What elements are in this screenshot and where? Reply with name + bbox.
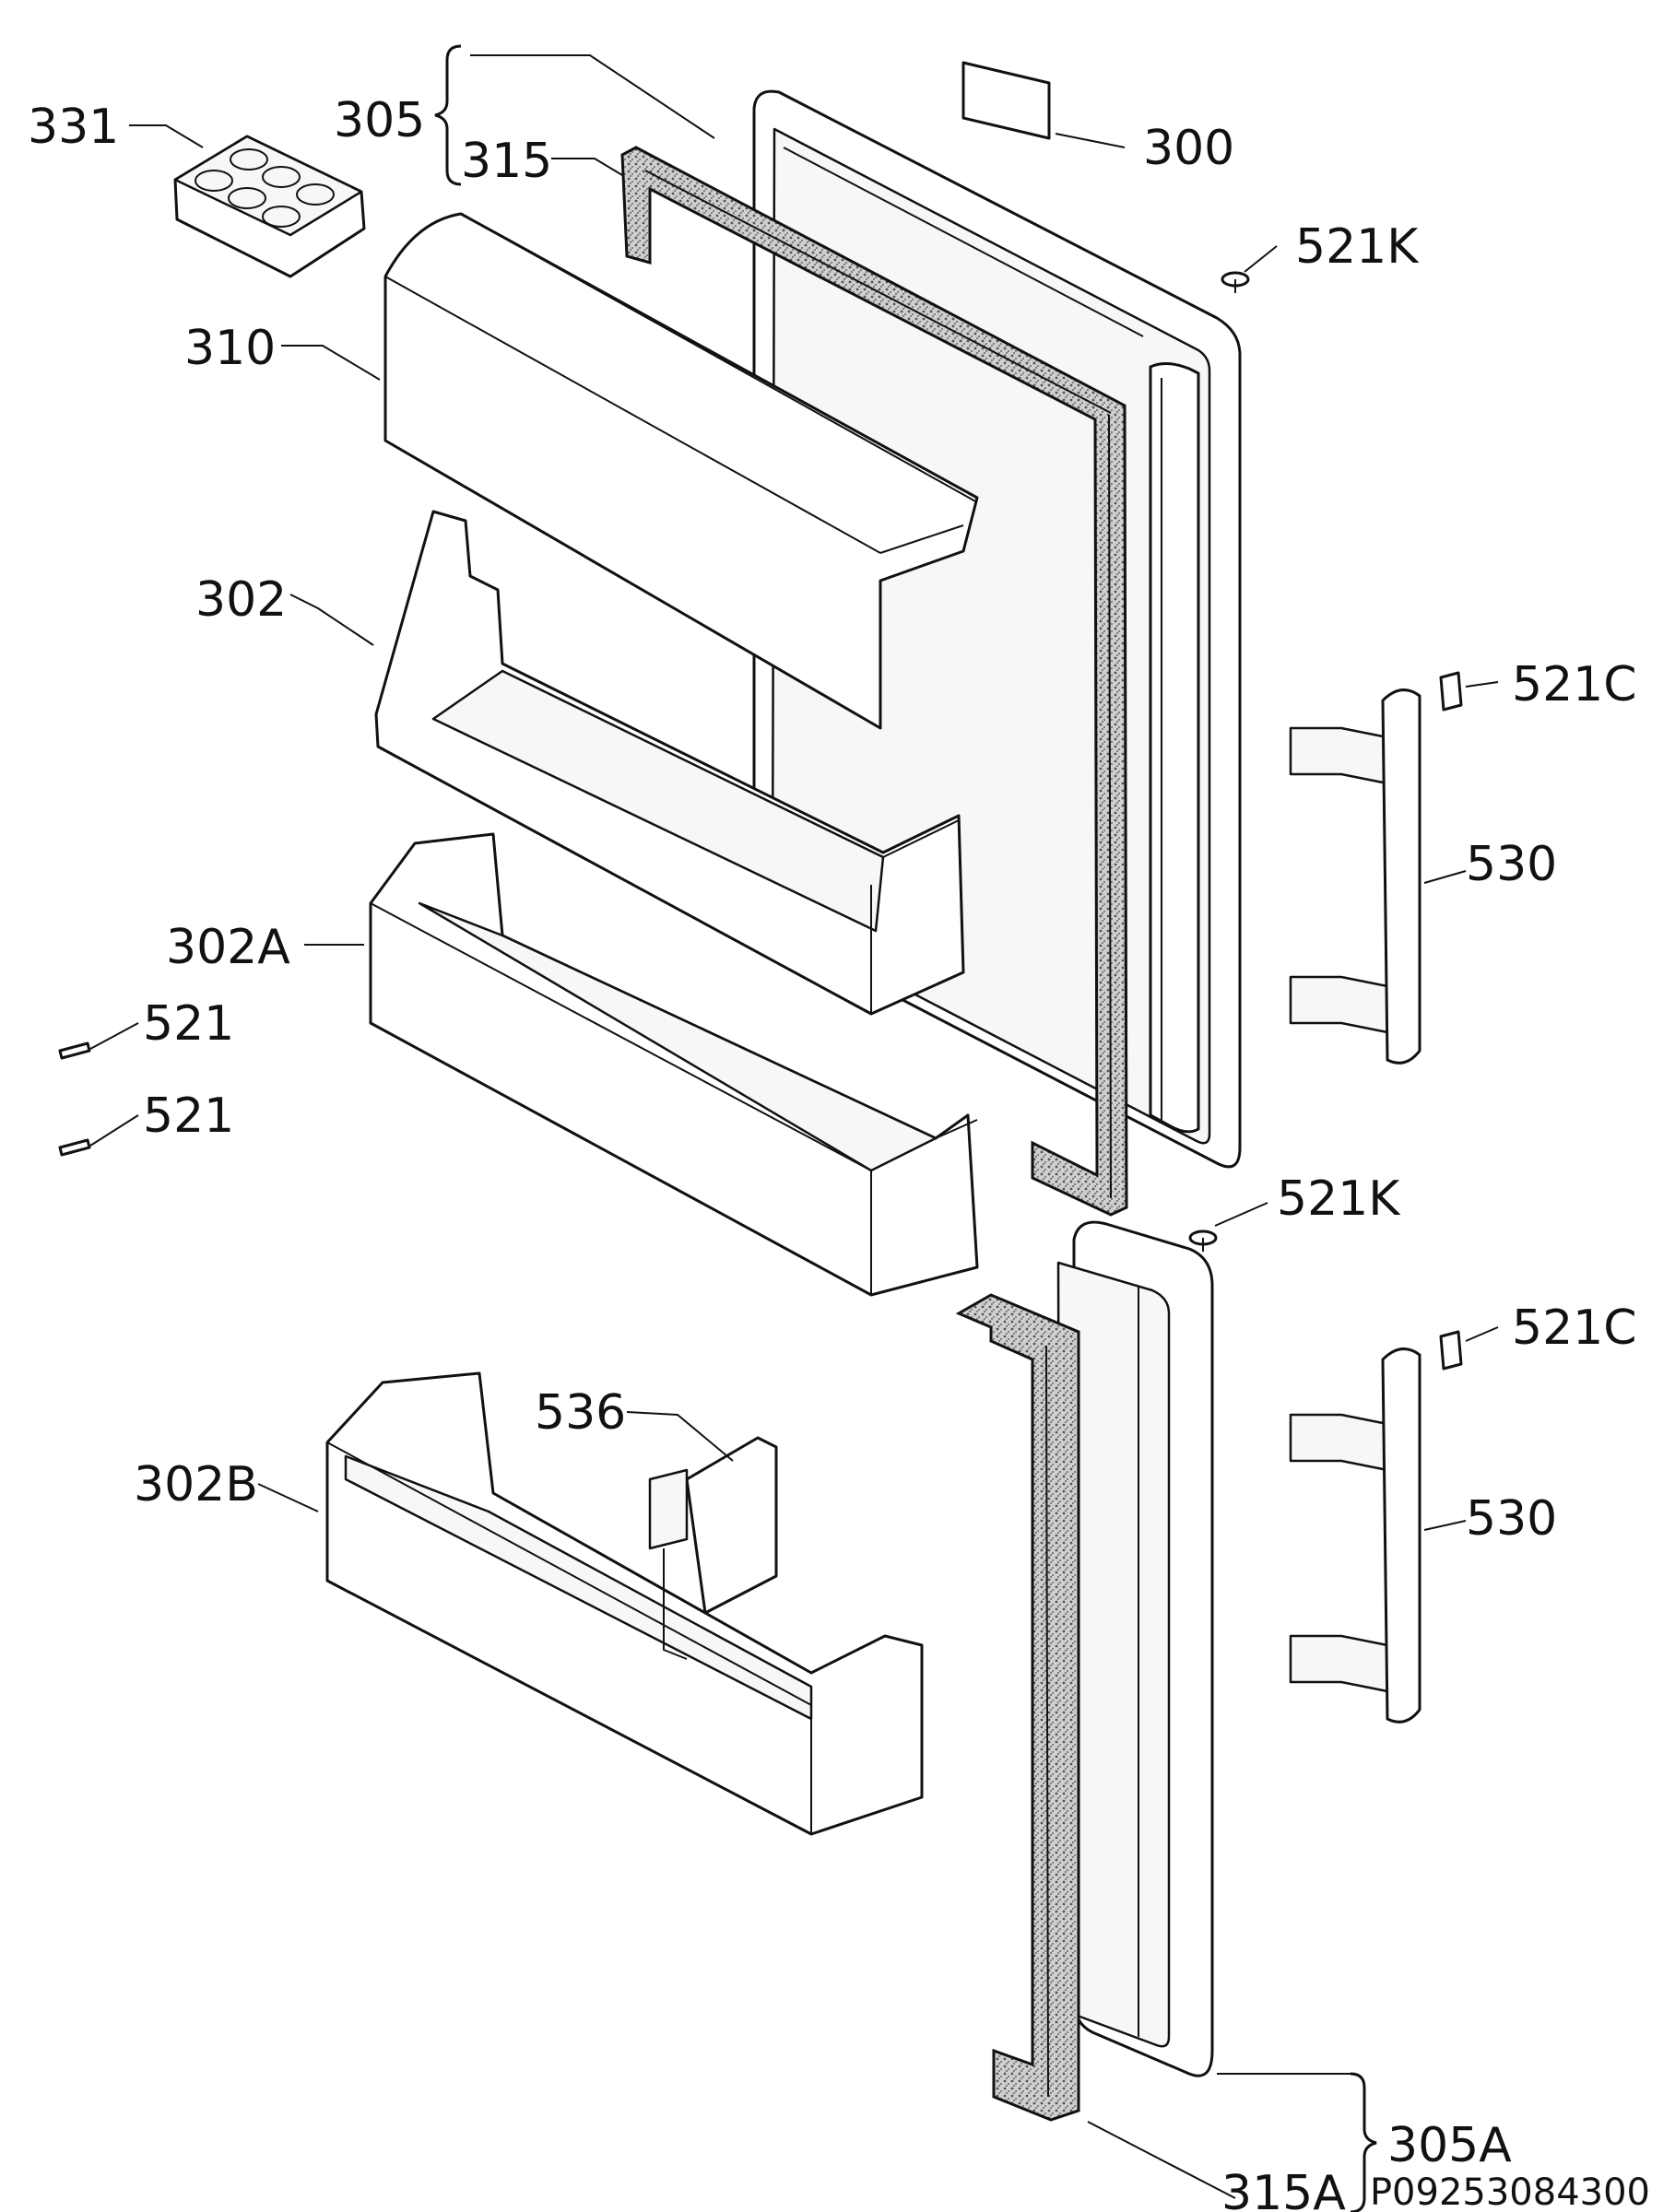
upper-gasket-315: [620, 146, 1128, 1217]
label-302A: 302A: [166, 920, 290, 975]
brace-305: [434, 44, 462, 186]
label-530-lower: 530: [1466, 1491, 1557, 1547]
egg-tray-331: [173, 135, 366, 278]
cap-521C-upper: [1439, 671, 1463, 712]
screw-521-lower: [58, 1138, 91, 1157]
label-305A: 305A: [1387, 2118, 1512, 2173]
label-315A: 315A: [1221, 2166, 1346, 2212]
label-521-lower: 521: [143, 1088, 234, 1144]
cap-521C-lower: [1439, 1330, 1463, 1371]
label-521C-lower: 521C: [1512, 1300, 1637, 1356]
part-labels: 331 305 300 315 521K 310 302 521C 530 30…: [28, 93, 1637, 2212]
divider-536: [648, 1436, 778, 1660]
screw-521K-lower: [1188, 1230, 1218, 1252]
label-530-upper: 530: [1466, 837, 1557, 892]
lower-door-305A: [1056, 1220, 1214, 2077]
rating-plate-300: [961, 61, 1051, 140]
door-bin-302A: [369, 832, 979, 1297]
door-bin-302: [374, 510, 965, 1016]
leader-lines: [89, 54, 1499, 2199]
label-536: 536: [535, 1385, 626, 1441]
label-521K-lower: 521K: [1277, 1171, 1401, 1227]
label-310: 310: [184, 321, 276, 376]
label-302B: 302B: [134, 1457, 258, 1512]
label-521K-upper: 521K: [1295, 219, 1420, 275]
handle-upper-530: [1289, 688, 1421, 1065]
label-521-upper: 521: [143, 996, 234, 1052]
label-315: 315: [461, 134, 552, 189]
diagram-code: P09253084300: [1370, 2171, 1650, 2212]
label-305: 305: [334, 93, 425, 148]
brace-305A: [1350, 2072, 1377, 2212]
handle-lower-530: [1289, 1347, 1421, 1724]
label-302: 302: [195, 572, 287, 628]
screw-521-upper: [58, 1041, 91, 1060]
label-300: 300: [1143, 121, 1234, 176]
label-521C-upper: 521C: [1512, 657, 1637, 712]
screw-521K-upper: [1221, 271, 1250, 293]
door-bin-302B: [325, 1371, 924, 1836]
lower-gasket-315A: [955, 1293, 1080, 2122]
shelf-cover-310: [383, 212, 979, 730]
label-331: 331: [28, 100, 119, 155]
